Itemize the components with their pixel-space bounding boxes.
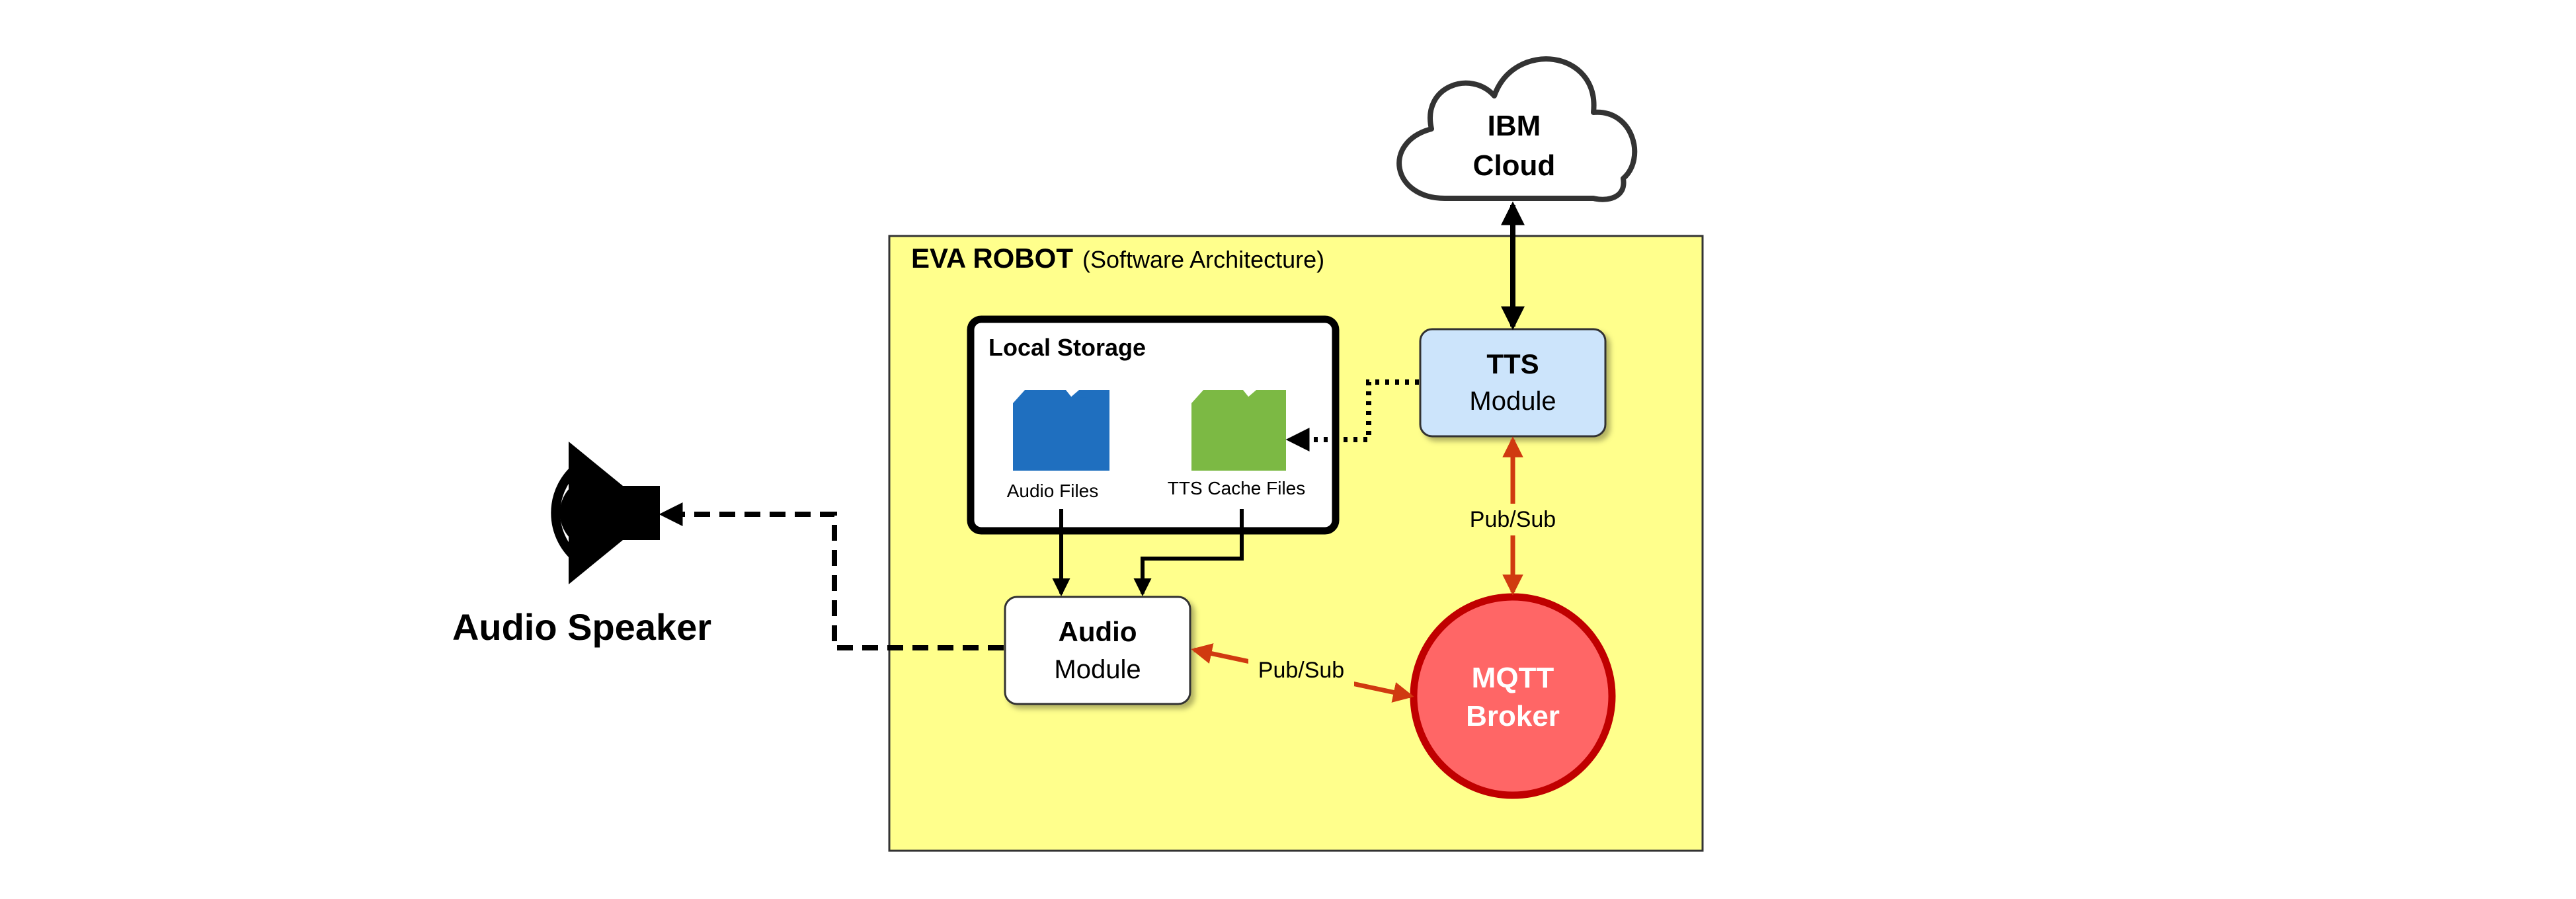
tts-module-line1: TTS xyxy=(1486,348,1539,379)
ibm-cloud: IBM Cloud xyxy=(1396,56,1638,202)
cloud-label-line1: IBM xyxy=(1488,110,1541,142)
tts-cache-read-arrow xyxy=(1133,509,1244,597)
mqtt-broker-line1: MQTT xyxy=(1472,662,1554,694)
audio-speaker-label: Audio Speaker xyxy=(452,606,711,648)
tts-cache-folder: TTS Cache Files xyxy=(1168,390,1306,498)
audio-module-line1: Audio xyxy=(1059,616,1137,647)
mqtt-broker-line2: Broker xyxy=(1466,700,1560,732)
audio-pubsub-label-bg xyxy=(1248,654,1354,686)
audio-files-folder: Audio Files xyxy=(1007,390,1109,501)
audio-files-label: Audio Files xyxy=(1007,481,1099,501)
local-storage-box xyxy=(967,315,1340,535)
tts-module-box xyxy=(1419,328,1607,438)
audio-module-box xyxy=(1004,596,1191,705)
tts-cache-files-label: TTS Cache Files xyxy=(1168,478,1306,498)
cloud-label-line2: Cloud xyxy=(1473,149,1556,182)
audio-pubsub-label: Pub/Sub xyxy=(1258,658,1344,683)
audio-module-line2: Module xyxy=(1054,655,1141,684)
tts-module-line2: Module xyxy=(1469,387,1556,416)
folder-blue-icon xyxy=(1013,390,1109,471)
tts-pubsub-label: Pub/Sub xyxy=(1470,507,1556,532)
connectors: Pub/Sub Pub/Sub xyxy=(659,201,1562,703)
cloud-icon xyxy=(1396,56,1638,202)
tts-module: TTS Module xyxy=(1419,328,1607,438)
local-storage: Local Storage Audio Files TTS Cache File… xyxy=(967,315,1340,535)
audio-speaker: Audio Speaker xyxy=(452,442,711,648)
audio-speaker-arrow xyxy=(659,502,1004,650)
robot-title: EVA ROBOT(Software Architecture) xyxy=(911,243,1324,274)
mqtt-broker-circle xyxy=(1410,593,1616,799)
speaker-icon xyxy=(551,442,660,584)
local-storage-title: Local Storage xyxy=(988,334,1146,361)
folder-green-icon xyxy=(1191,390,1286,471)
tts-pubsub-label-bg xyxy=(1463,504,1562,535)
audio-module: Audio Module xyxy=(1004,596,1191,705)
mqtt-broker: MQTT Broker xyxy=(1410,593,1616,799)
